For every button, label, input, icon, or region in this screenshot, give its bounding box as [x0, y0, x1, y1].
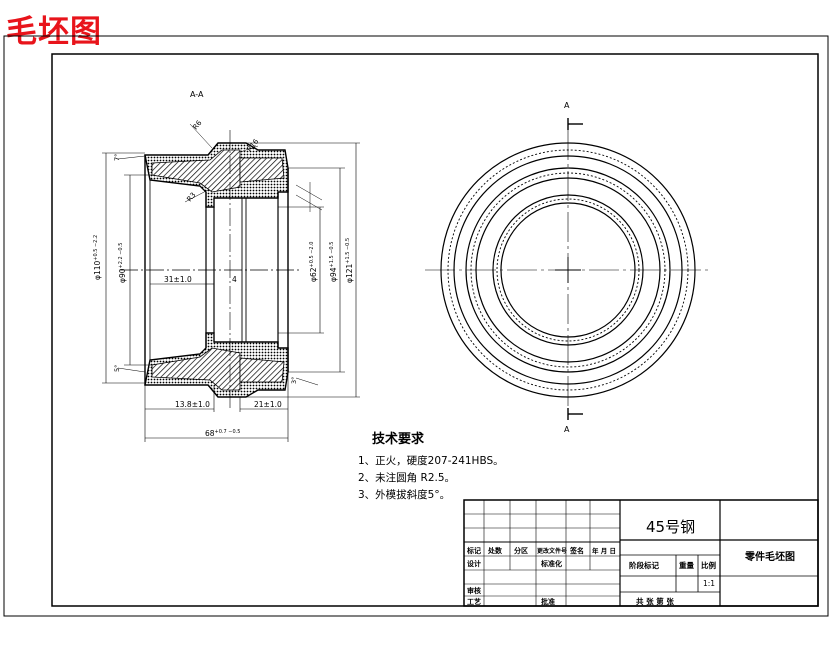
dim-21: 21±1.0 — [254, 400, 282, 409]
cut-mark-bottom: A — [564, 425, 570, 434]
scale-header: 比例 — [701, 560, 716, 570]
end-view: A A — [425, 101, 712, 434]
rev-header: 分区 — [514, 546, 528, 555]
cut-mark-top: A — [564, 101, 570, 110]
section-core-upper — [151, 149, 241, 193]
approve-label: 批准 — [541, 597, 555, 606]
technical-requirements: 技术要求 1、正火，硬度207-241HBS。 2、未注圆角 R2.5。 3、外… — [358, 431, 504, 501]
rev-header: 标记 — [466, 546, 481, 555]
drawing-name: 零件毛坯图 — [744, 550, 795, 563]
dim-4: 4 — [232, 275, 237, 284]
dim-r3: R3 — [185, 191, 197, 203]
page-title: 毛坯图 — [6, 14, 102, 50]
dim-31: 31±1.0 — [164, 275, 192, 284]
dim-d94: φ94+1.5 −0.5 — [329, 242, 338, 282]
dim-ang5: 5° — [113, 365, 121, 372]
dim-ang7: 7° — [113, 154, 121, 161]
material: 45号钢 — [646, 518, 695, 536]
outer-border — [3, 35, 829, 617]
dim-68: 68+0.7 −0.5 — [205, 429, 240, 438]
title-block-text: 45号钢 零件毛坯图 阶段标记 重量 比例 1:1 共 张 第 张 标记 处数 … — [466, 518, 795, 606]
dim-d110: φ110+0.5 −2.2 — [93, 235, 102, 280]
process-label: 工艺 — [467, 597, 481, 606]
dim-d62: φ62+0.5 −2.0 — [309, 242, 318, 282]
weight-header: 重量 — [679, 560, 694, 570]
requirement-item: 1、正火，硬度207-241HBS。 — [358, 454, 504, 467]
dim-d90: φ90+2.2 −0.5 — [118, 243, 127, 283]
section-core-lower2 — [239, 357, 285, 383]
title-block — [463, 499, 819, 607]
dim-d121: φ121+1.5 −0.5 — [345, 238, 354, 283]
section-label: A-A — [190, 90, 204, 99]
requirement-item: 3、外模拔斜度5°。 — [358, 488, 450, 501]
rev-header: 处数 — [487, 546, 503, 555]
rev-header: 年 月 日 — [592, 546, 616, 555]
section-core-upper2 — [239, 157, 285, 183]
inner-border — [51, 53, 819, 607]
dim-13: 13.8±1.0 — [175, 400, 210, 409]
dim-r6: R6 — [191, 119, 203, 132]
scale-value: 1:1 — [703, 579, 715, 588]
rev-header: 签名 — [569, 546, 584, 555]
sheets: 共 张 第 张 — [636, 596, 674, 606]
review-label: 审核 — [467, 586, 481, 595]
section-core-lower — [151, 347, 241, 391]
dim-ang3: 3° — [290, 377, 298, 384]
section-view: A-A φ110+0.5 −2.2 φ90+2.2 −0.5 — [93, 90, 360, 442]
stage-header: 阶段标记 — [629, 560, 659, 570]
requirements-title: 技术要求 — [372, 431, 425, 447]
design-label: 设计 — [467, 559, 481, 568]
standard-label: 标准化 — [540, 559, 562, 568]
requirement-item: 2、未注圆角 R2.5。 — [358, 471, 455, 484]
rev-header: 更改文件号 — [537, 547, 567, 555]
